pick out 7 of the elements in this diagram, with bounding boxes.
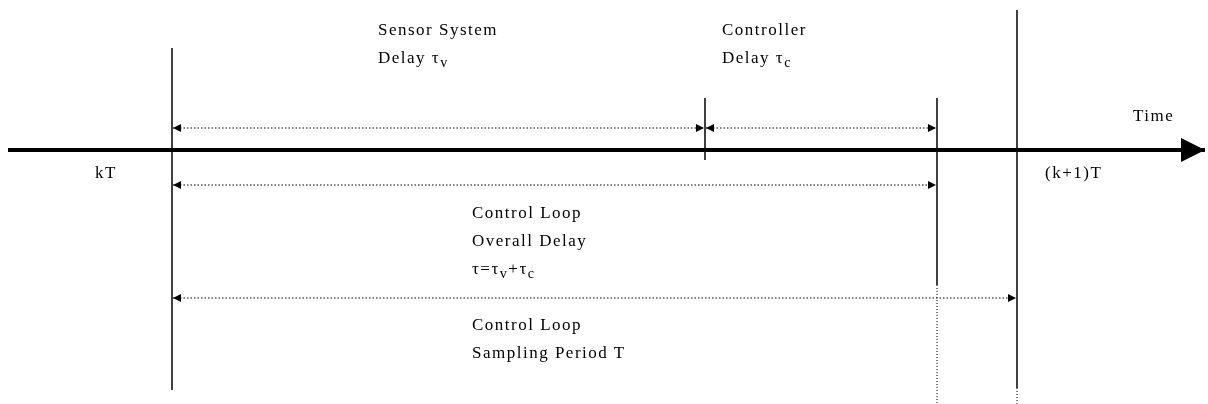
delay-label: Controller Delay τ$_{c}$	[722, 19, 808, 73]
tick-label: kT	[95, 162, 117, 184]
axis-label: Time	[1133, 105, 1175, 127]
tick-label: (k+1)T	[1045, 162, 1103, 184]
delay-label: Sensor System Delay τ$_{v}$	[378, 19, 500, 73]
delay-label: Control Loop Overall Delay τ=τ$_{v}$+τ$_{c}$	[472, 202, 589, 284]
period-label: Control Loop Sampling Period T	[472, 314, 627, 364]
